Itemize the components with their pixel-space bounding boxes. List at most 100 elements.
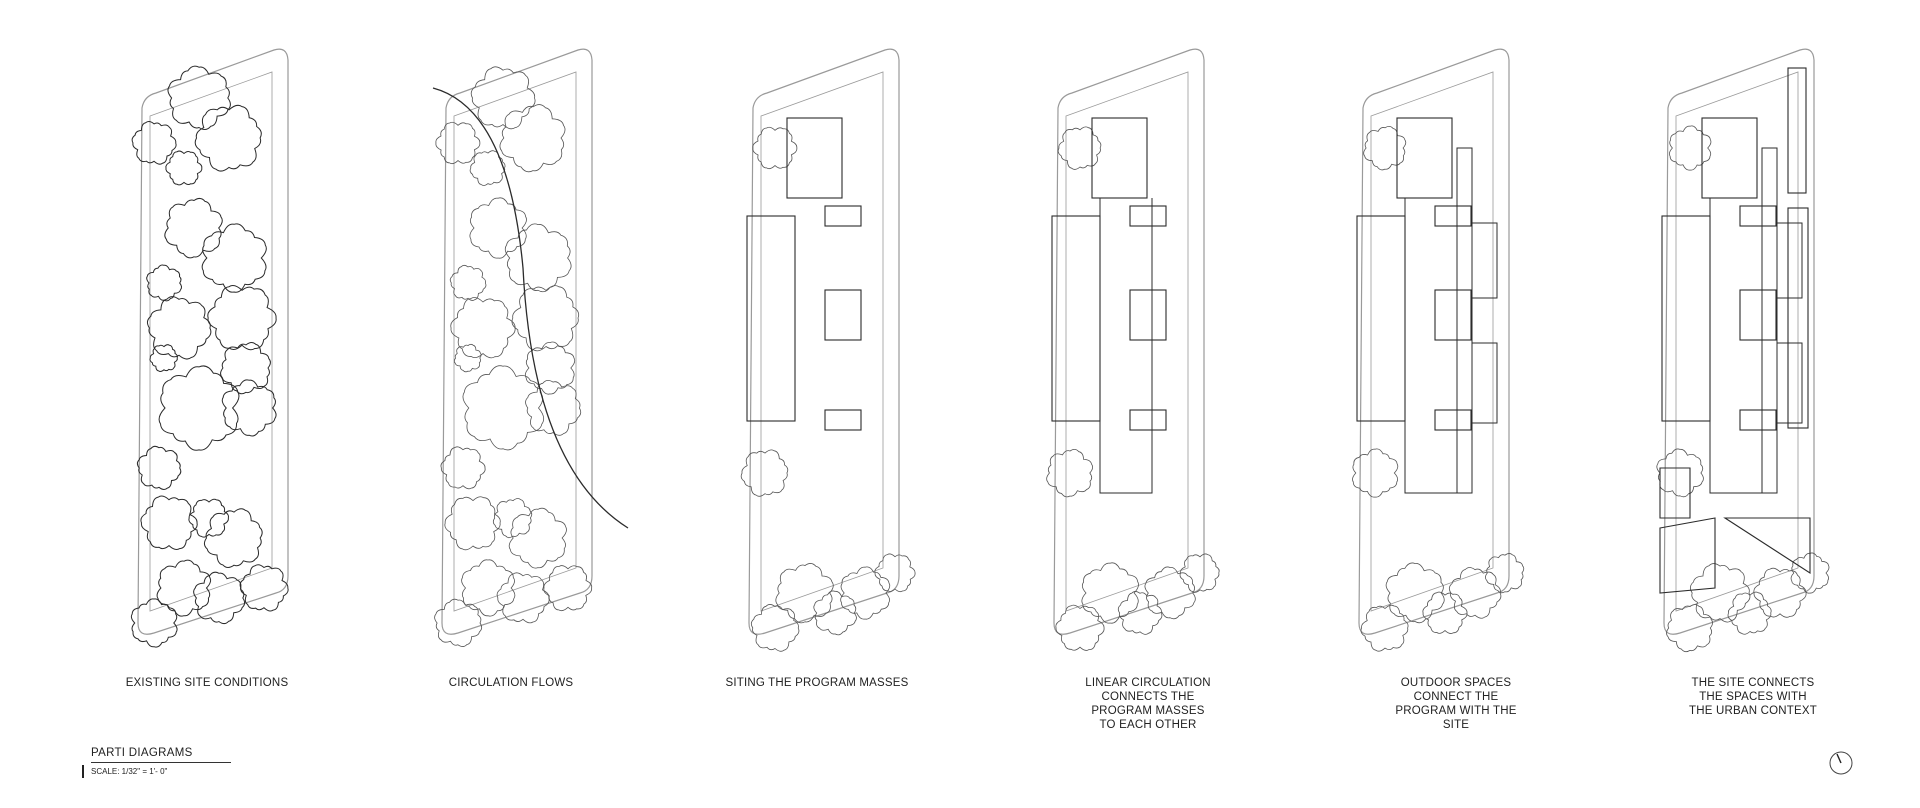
tree-canopy — [500, 105, 565, 172]
tree-canopy — [166, 151, 202, 185]
drawing-title: PARTI DIAGRAMS — [82, 747, 231, 759]
program-mass — [787, 118, 842, 198]
program-mass — [1130, 410, 1166, 430]
urban-strip — [1788, 68, 1806, 193]
program-mass — [1740, 410, 1776, 430]
program-mass — [1435, 290, 1471, 340]
tree-canopy — [1667, 605, 1713, 652]
diagram-6 — [1657, 49, 1829, 652]
tree-canopy — [1754, 568, 1806, 617]
tree-canopy — [195, 105, 261, 171]
program-mass — [747, 216, 795, 421]
tree-canopy — [150, 345, 177, 372]
site-boundary — [138, 49, 288, 634]
program-mass — [825, 290, 861, 340]
site-inner-line — [761, 72, 883, 611]
caption-siting-program-masses: SITING THE PROGRAM MASSES — [697, 676, 937, 690]
tree-canopy — [202, 224, 266, 292]
tree-canopy — [1056, 605, 1104, 650]
tree-canopy — [441, 447, 485, 489]
tree-canopy — [208, 286, 276, 350]
tree-canopy — [1485, 553, 1523, 592]
tree-canopy — [814, 591, 857, 635]
tree-canopy — [841, 567, 890, 619]
caption-urban-context: THE SITE CONNECTS THE SPACES WITH THE UR… — [1633, 676, 1873, 718]
drawing-scale: SCALE: 1/32" = 1'- 0" — [82, 765, 231, 778]
tree-canopy — [1047, 449, 1093, 497]
tree-canopy — [462, 560, 515, 616]
caption-circulation-flows: CIRCULATION FLOWS — [391, 676, 631, 690]
program-mass — [825, 206, 861, 226]
diagram-4 — [1047, 49, 1220, 650]
program-mass — [1662, 216, 1710, 421]
tree-canopy — [509, 508, 566, 568]
program-mass — [1130, 206, 1166, 226]
linear-circulation-spine — [1710, 198, 1762, 493]
program-mass — [1130, 290, 1166, 340]
diagram-3 — [741, 49, 915, 651]
tree-canopy — [753, 127, 797, 168]
site-boundary — [1054, 49, 1204, 634]
tree-canopy — [471, 67, 535, 129]
tree-canopy — [159, 366, 239, 450]
outdoor-space — [1457, 148, 1472, 493]
site-inner-line — [1676, 72, 1798, 611]
tree-canopy — [168, 66, 230, 129]
diagram-2 — [433, 49, 628, 646]
tree-canopy — [1364, 126, 1406, 170]
north-arrow-icon — [1828, 750, 1854, 776]
circulation-flow-line — [433, 88, 628, 528]
site-inner-line — [454, 72, 576, 611]
site-inner-line — [1066, 72, 1188, 611]
tree-canopy — [1449, 567, 1501, 618]
tree-canopy — [451, 298, 515, 358]
program-mass — [1435, 410, 1471, 430]
program-mass — [1092, 118, 1147, 198]
tree-canopy — [1180, 554, 1219, 592]
tree-canopy — [132, 122, 176, 165]
tree-canopy — [165, 198, 222, 257]
tree-canopy — [454, 344, 481, 372]
tree-canopy — [1353, 449, 1398, 497]
linear-circulation-spine — [1100, 198, 1152, 493]
tree-canopy — [544, 566, 592, 611]
site-inner-line — [1371, 72, 1493, 611]
linear-circulation-spine — [1405, 198, 1457, 493]
title-underline — [91, 762, 231, 763]
tree-canopy — [741, 450, 788, 496]
tree-canopy — [525, 342, 574, 394]
tree-canopy — [445, 497, 500, 550]
tree-canopy — [463, 366, 544, 450]
program-mass — [825, 410, 861, 430]
site-inner-line — [150, 72, 272, 611]
tree-canopy — [1361, 605, 1408, 651]
tree-canopy — [194, 572, 245, 623]
tree-canopy — [1082, 563, 1139, 623]
tree-canopy — [1145, 567, 1195, 619]
program-mass — [1702, 118, 1757, 198]
tree-canopy — [751, 604, 799, 651]
tree-canopy — [141, 496, 197, 550]
tree-canopy — [526, 380, 581, 435]
caption-outdoor-spaces: OUTDOOR SPACES CONNECT THE PROGRAM WITH … — [1336, 676, 1576, 732]
tree-canopy — [222, 380, 276, 436]
tree-canopy — [1423, 592, 1467, 634]
title-block: PARTI DIAGRAMS SCALE: 1/32" = 1'- 0" — [82, 747, 231, 778]
program-mass — [1740, 290, 1776, 340]
tree-canopy — [1657, 449, 1704, 497]
program-mass — [1740, 206, 1776, 226]
program-mass — [1052, 216, 1100, 421]
tree-canopy — [450, 265, 486, 300]
tree-canopy — [505, 224, 571, 292]
tree-canopy — [470, 151, 505, 186]
tree-canopy — [147, 297, 210, 359]
urban-plaza — [1660, 468, 1810, 593]
tree-canopy — [875, 554, 915, 592]
tree-canopy — [240, 565, 288, 611]
tree-canopy — [436, 122, 480, 163]
site-boundary — [1359, 49, 1509, 634]
tree-canopy — [512, 286, 579, 351]
tree-canopy — [1058, 127, 1101, 170]
diagram-1 — [131, 49, 288, 647]
outdoor-space — [1762, 148, 1777, 493]
